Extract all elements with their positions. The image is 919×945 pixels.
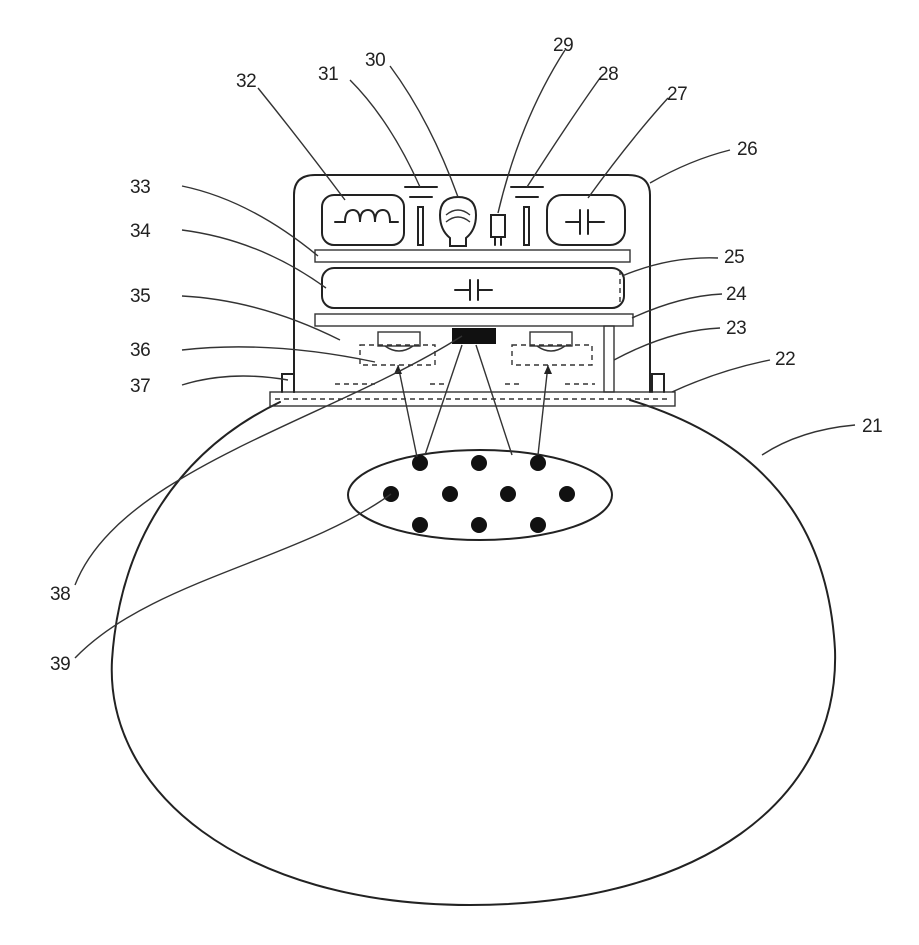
lower-plate bbox=[315, 314, 633, 326]
inductor-box bbox=[322, 195, 404, 245]
leader-30 bbox=[390, 66, 458, 197]
large-capacitor-icon bbox=[455, 280, 492, 300]
left-sensor bbox=[378, 332, 420, 346]
leader-23 bbox=[614, 328, 720, 360]
label-24: 24 bbox=[726, 284, 747, 305]
label-28: 28 bbox=[598, 64, 618, 85]
left-clip bbox=[282, 374, 294, 392]
label-27: 27 bbox=[667, 84, 687, 105]
label-34: 34 bbox=[130, 221, 151, 242]
leader-28 bbox=[527, 78, 600, 187]
label-35: 35 bbox=[130, 286, 150, 307]
bulb-icon bbox=[440, 197, 476, 246]
label-39: 39 bbox=[50, 654, 70, 675]
leader-39 bbox=[75, 494, 391, 658]
ray-arrowhead bbox=[544, 365, 552, 374]
target-dot bbox=[530, 517, 546, 533]
target-dot bbox=[500, 486, 516, 502]
label-31: 31 bbox=[318, 64, 338, 85]
target-dot bbox=[442, 486, 458, 502]
label-23: 23 bbox=[726, 318, 746, 339]
right-clip bbox=[652, 374, 664, 392]
ray bbox=[476, 345, 512, 455]
leader-34 bbox=[182, 230, 326, 288]
target-dot bbox=[471, 517, 487, 533]
left-sensor-frame bbox=[360, 345, 435, 365]
body-outline bbox=[112, 400, 835, 905]
leader-24 bbox=[632, 294, 722, 318]
connector-icon bbox=[491, 215, 505, 237]
leader-38 bbox=[75, 336, 462, 585]
leader-25 bbox=[622, 258, 718, 276]
label-38: 38 bbox=[50, 584, 70, 605]
left-sensor-lens bbox=[385, 346, 413, 351]
leader-32 bbox=[258, 88, 345, 200]
label-33: 33 bbox=[130, 177, 150, 198]
right-sensor-lens bbox=[537, 346, 565, 351]
battery2-post bbox=[524, 207, 529, 245]
label-36: 36 bbox=[130, 340, 150, 361]
large-capacitor bbox=[322, 268, 624, 308]
ray bbox=[398, 365, 417, 457]
label-29: 29 bbox=[553, 35, 573, 56]
target-dot bbox=[471, 455, 487, 471]
target-dot bbox=[559, 486, 575, 502]
ray bbox=[538, 365, 548, 455]
label-21: 21 bbox=[862, 416, 882, 437]
target-dot bbox=[530, 455, 546, 471]
capacitor-box bbox=[547, 195, 625, 245]
divider-column bbox=[604, 326, 614, 392]
coil-icon bbox=[335, 210, 398, 222]
leader-22 bbox=[672, 360, 770, 392]
label-30: 30 bbox=[365, 50, 385, 71]
central-emitter bbox=[452, 328, 496, 344]
ray bbox=[425, 345, 462, 455]
label-37: 37 bbox=[130, 376, 150, 397]
upper-shelf bbox=[315, 250, 630, 262]
label-25: 25 bbox=[724, 247, 744, 268]
target-dot bbox=[412, 455, 428, 471]
right-sensor bbox=[530, 332, 572, 346]
leader-26 bbox=[650, 150, 730, 183]
leader-37 bbox=[182, 376, 288, 385]
leader-21 bbox=[762, 425, 855, 455]
leader-29 bbox=[498, 50, 565, 213]
right-sensor-frame bbox=[512, 345, 592, 365]
label-26: 26 bbox=[737, 139, 757, 160]
bulb-filament bbox=[446, 210, 470, 222]
leader-27 bbox=[588, 98, 668, 198]
target-dot bbox=[412, 517, 428, 533]
leader-33 bbox=[182, 186, 318, 256]
leader-35 bbox=[182, 296, 340, 340]
capacitor-icon bbox=[566, 210, 604, 234]
label-32: 32 bbox=[236, 71, 256, 92]
leader-36 bbox=[182, 347, 375, 362]
label-22: 22 bbox=[775, 349, 795, 370]
housing bbox=[294, 175, 650, 392]
battery-post bbox=[418, 207, 423, 245]
